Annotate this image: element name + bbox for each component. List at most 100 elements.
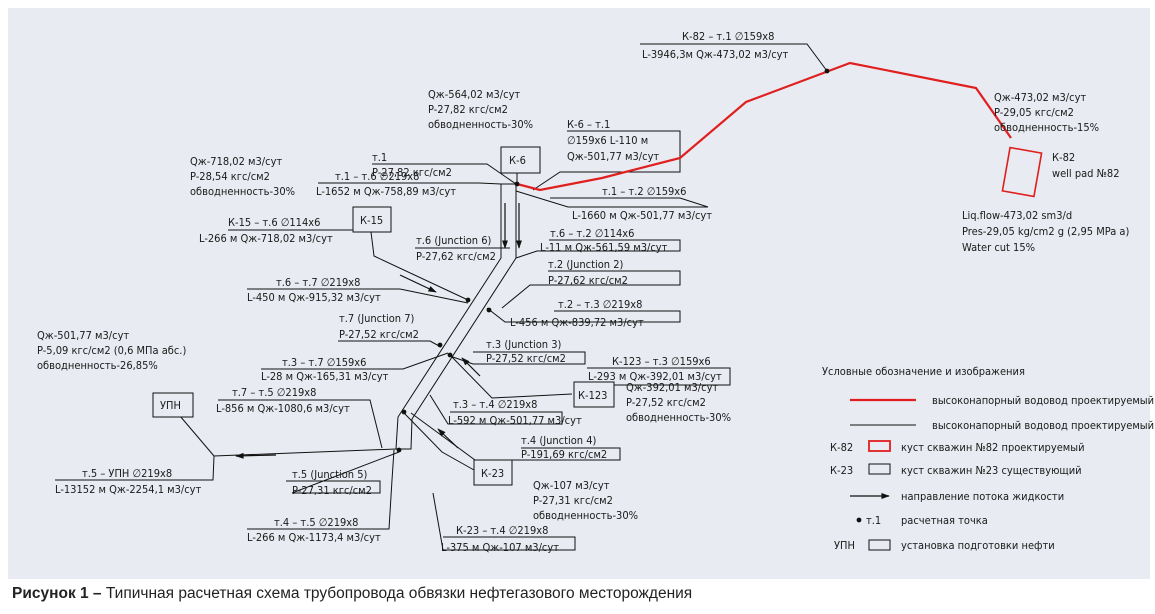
legend-title: Условные обозначение и изображения	[822, 365, 1025, 378]
pipe-m1-m6-top: т.1 – т.6 ∅219х8	[335, 170, 419, 183]
legend-item-2: высоконапорный водовод проектируемый	[932, 419, 1154, 432]
pipe-k82-m1-bottom: L-3946,3м Qж-473,02 м3/сут	[642, 48, 789, 61]
pipe-m6-m2-bottom: L-11 м Qж-561,59 м3/сут	[540, 241, 668, 254]
pipe-m6-m7-bottom: L-450 м Qж-915,32 м3/сут	[247, 291, 381, 304]
projected-pipe-k82	[516, 61, 1012, 192]
point-m3-bottom: P-27,52 кгс/см2	[486, 352, 566, 365]
well-k6-info-1: Qж-564,02 м3/сут	[428, 88, 520, 101]
point-m1-top: т.1	[372, 151, 387, 164]
point-m6-top: т.6 (Junction 6)	[416, 234, 492, 247]
legend-symbol-upn: УПН	[834, 539, 855, 552]
well-k123-box	[573, 381, 615, 408]
pipe-k23-m4-top: К-23 – т.4 ∅219х8	[456, 524, 548, 537]
well-k15-name: К-15	[360, 214, 383, 227]
pipe-m5-upn-top: т.5 – УПН ∅219х8	[82, 467, 172, 480]
point-k82-dot	[824, 68, 830, 74]
legend-item-1: высоконапорный водовод проектируемый	[932, 394, 1154, 407]
point-m3-top: т.3 (Junction 3)	[486, 338, 562, 351]
pipe-m1-m6-bottom: L-1652 м Qж-758,89 м3/сут	[316, 185, 456, 198]
pipe-m3-m4-bottom: L-592 м Qж-501,77 м3/сут	[448, 414, 582, 427]
well-k6-box	[500, 146, 541, 174]
well-k82-box	[1001, 146, 1043, 198]
point-m1-dot	[514, 181, 520, 187]
well-k15-box	[352, 206, 392, 233]
well-k82-info-en-3: Water cut 15%	[962, 241, 1035, 254]
caption-text: Типичная расчетная схема трубопровода об…	[101, 585, 693, 602]
point-m4-top: т.4 (Junction 4)	[521, 434, 597, 447]
point-m5-bottom: P-27,31 кгс/см2	[292, 484, 372, 497]
legend: Условные обозначение и изображения высок…	[822, 365, 1154, 552]
flow-arrow-icon	[399, 274, 437, 293]
pipe-k123-m3-top: К-123 – т.3 ∅159х6	[612, 355, 711, 368]
point-m6-dot	[465, 297, 471, 303]
upn-info-2: P-5,09 кгс/см2 (0,6 МПа абс.)	[37, 344, 186, 357]
legend-symbol-k23: К-23	[830, 464, 853, 477]
well-k23-name: К-23	[481, 467, 504, 480]
legend-item-4: куст скважин №23 существующий	[901, 464, 1082, 477]
legend-item-7: установка подготовки нефти	[901, 539, 1055, 552]
well-k82-info-1: Qж-473,02 м3/сут	[994, 91, 1086, 104]
pipe-k23	[403, 412, 475, 471]
well-k123-info-2: P-27,52 кгс/см2	[626, 396, 706, 409]
pipe-k6-m1-bottom: Qж-501,77 м3/сут	[567, 150, 659, 163]
pipe-m1-m2-top: т.1 – т.2 ∅159х6	[602, 185, 686, 198]
pipe-m5-upn-bottom: L-13152 м Qж-2254,1 м3/сут	[55, 483, 202, 496]
upn-info-3: обводненность-26,85%	[37, 359, 158, 372]
upn-name: УПН	[160, 399, 181, 412]
pipe-k15-m6-top: К-15 – т.6 ∅114х6	[228, 216, 320, 229]
point-m2-top: т.2 (Junction 2)	[548, 258, 624, 271]
point-m6-bottom: P-27,62 кгс/см2	[416, 250, 496, 263]
point-m4-bottom: P-191,69 кгс/см2	[521, 448, 607, 461]
well-k6-info-3: обводненность-30%	[428, 118, 533, 131]
legend-symbol-m1: т.1	[866, 514, 881, 527]
calc-points	[396, 68, 830, 453]
flow-arrow-icon	[461, 357, 481, 377]
well-k82-info-en-2: Pres-29,05 kg/cm2 g (2,95 MPa a)	[962, 225, 1129, 238]
flow-arrow-icon	[437, 428, 459, 449]
well-k6-name: К-6	[509, 154, 526, 167]
legend-dot-icon	[856, 517, 862, 523]
pipe-upn-stub	[179, 415, 215, 457]
pipe-m5-upn	[213, 448, 397, 457]
legend-black-box-icon	[868, 463, 891, 475]
pipe-m4-m5-bottom: L-266 м Qж-1173,4 м3/сут	[247, 531, 381, 544]
well-k82-name: К-82	[1052, 151, 1075, 164]
pipe-m2-m3-top: т.2 – т.3 ∅219х8	[558, 298, 642, 311]
upn-box	[152, 392, 194, 418]
caption-label: Рисунок 1 –	[12, 585, 102, 602]
well-k6-info-2: P-27,82 кгс/см2	[428, 103, 508, 116]
legend-item-3: куст скважин №82 проектируемый	[901, 441, 1085, 454]
pipe-m7-m5-top: т.7 – т.5 ∅219х8	[232, 386, 316, 399]
figure-caption: Рисунок 1 – Типичная расчетная схема тру…	[12, 585, 692, 603]
flow-arrow-icon	[235, 452, 277, 459]
well-k82-info-en-1: Liq.flow-473,02 sm3/d	[962, 209, 1072, 222]
legend-symbol-k82: К-82	[830, 441, 853, 454]
well-k82-subname: well pad №82	[1052, 167, 1120, 180]
pipe-k123	[449, 354, 573, 399]
pipe-m1-m2-bottom: L-1660 м Qж-501,77 м3/сут	[572, 209, 712, 222]
point-m1-bottom: P-27,82 кгс/см2	[372, 166, 452, 179]
well-k23-info-2: P-27,31 кгс/см2	[533, 494, 613, 507]
pipe-m3-m4-top: т.3 – т.4 ∅219х8	[453, 398, 537, 411]
well-k82-info-3: обводненность-15%	[994, 121, 1099, 134]
well-k23-info-3: обводненность-30%	[533, 509, 638, 522]
upn-info-1: Qж-501,77 м3/сут	[37, 329, 129, 342]
well-k23-box	[473, 459, 513, 486]
point-m4-dot	[401, 409, 407, 415]
pipe-m7-m5-bottom: L-856 м Qж-1080,6 м3/сут	[216, 402, 350, 415]
legend-item-6: расчетная точка	[901, 514, 988, 527]
well-k123-name: К-123	[578, 389, 607, 402]
well-k15-info-3: обводненность-30%	[190, 185, 295, 198]
pipe-m3-m7-top: т.3 – т.7 ∅159х6	[282, 356, 366, 369]
pipe-k15	[370, 231, 469, 301]
pipe-k6-m1-mid: ∅159х6 L-110 м	[567, 134, 648, 147]
point-m5-top: т.5 (Junction 5)	[292, 468, 368, 481]
pipe-m2-m3-bottom: L-456 м Qж-839,72 м3/сут	[510, 316, 644, 329]
point-m2-bottom: P-27,62 кгс/см2	[548, 274, 628, 287]
point-m5-dot	[396, 447, 402, 453]
well-k82-info-2: P-29,05 кгс/см2	[994, 106, 1074, 119]
point-m2-dot	[486, 307, 492, 313]
flow-arrows	[235, 203, 522, 459]
well-k23-info-1: Qж-107 м3/сут	[533, 479, 610, 492]
